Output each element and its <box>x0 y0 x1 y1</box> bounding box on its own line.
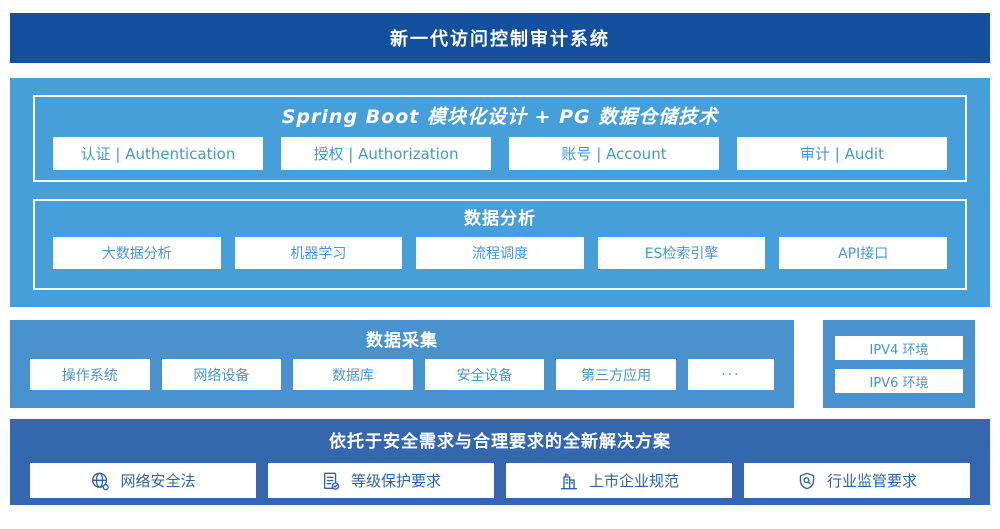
solution-label: 网络安全法 <box>120 472 196 490</box>
module-box-account: 账号 | Account <box>509 137 719 170</box>
analysis-title: 数据分析 <box>464 209 536 229</box>
collection-box-more: ··· <box>687 359 774 390</box>
collection-title: 数据采集 <box>366 331 438 351</box>
analysis-box-es: ES检索引擎 <box>597 237 766 269</box>
modules-panel: Spring Boot 模块化设计 + PG 数据仓储技术 认证 | Authe… <box>33 95 967 182</box>
platform-section: Spring Boot 模块化设计 + PG 数据仓储技术 认证 | Authe… <box>10 78 990 307</box>
analysis-row: 大数据分析 机器学习 流程调度 ES检索引擎 API接口 <box>35 237 965 269</box>
collection-box-os: 操作系统 <box>30 359 150 390</box>
collection-box-thirdparty: 第三方应用 <box>556 359 676 390</box>
modules-row: 认证 | Authentication 授权 | Authorization 账… <box>35 137 965 170</box>
collection-box-security: 安全设备 <box>424 359 545 390</box>
solution-row: 网络安全法 等级保护要求 <box>10 463 990 498</box>
solution-box-classified-protection: 等级保护要求 <box>268 463 494 498</box>
shield-search-icon <box>797 471 817 491</box>
analysis-box-scheduling: 流程调度 <box>416 237 584 269</box>
modules-title: Spring Boot 模块化设计 + PG 数据仓储技术 <box>281 106 719 128</box>
ipv4-box: IPV4 环境 <box>835 336 963 360</box>
solution-box-industry-regulation: 行业监管要求 <box>744 463 970 498</box>
analysis-box-api: API接口 <box>779 237 947 269</box>
collection-section: 数据采集 操作系统 网络设备 数据库 安全设备 第三方应用 ··· <box>10 320 794 408</box>
banner: 新一代访问控制审计系统 <box>10 13 990 63</box>
module-box-authorization: 授权 | Authorization <box>281 137 491 170</box>
environment-panel: IPV4 环境 IPV6 环境 <box>823 320 975 408</box>
document-check-icon <box>321 471 341 491</box>
solution-section: 依托于安全需求与合理要求的全新解决方案 网络安全法 <box>10 419 990 505</box>
module-box-authentication: 认证 | Authentication <box>53 137 263 170</box>
solution-label: 上市企业规范 <box>588 472 679 490</box>
module-box-audit: 审计 | Audit <box>737 137 947 170</box>
solution-title: 依托于安全需求与合理要求的全新解决方案 <box>329 432 671 452</box>
collection-box-network: 网络设备 <box>161 359 282 390</box>
analysis-box-bigdata: 大数据分析 <box>53 237 221 269</box>
analysis-panel: 数据分析 大数据分析 机器学习 流程调度 ES检索引擎 API接口 <box>33 199 967 290</box>
collection-row: 操作系统 网络设备 数据库 安全设备 第三方应用 ··· <box>10 359 794 390</box>
page-title: 新一代访问控制审计系统 <box>390 29 610 50</box>
solution-label: 等级保护要求 <box>350 472 441 490</box>
collection-box-database: 数据库 <box>293 359 413 390</box>
solution-box-cybersecurity-law: 网络安全法 <box>30 463 256 498</box>
analysis-box-ml: 机器学习 <box>234 237 403 269</box>
globe-icon <box>90 471 110 491</box>
solution-box-listed-company: 上市企业规范 <box>506 463 732 498</box>
solution-label: 行业监管要求 <box>826 472 917 490</box>
building-icon <box>559 471 579 491</box>
ipv6-box: IPV6 环境 <box>835 369 963 393</box>
